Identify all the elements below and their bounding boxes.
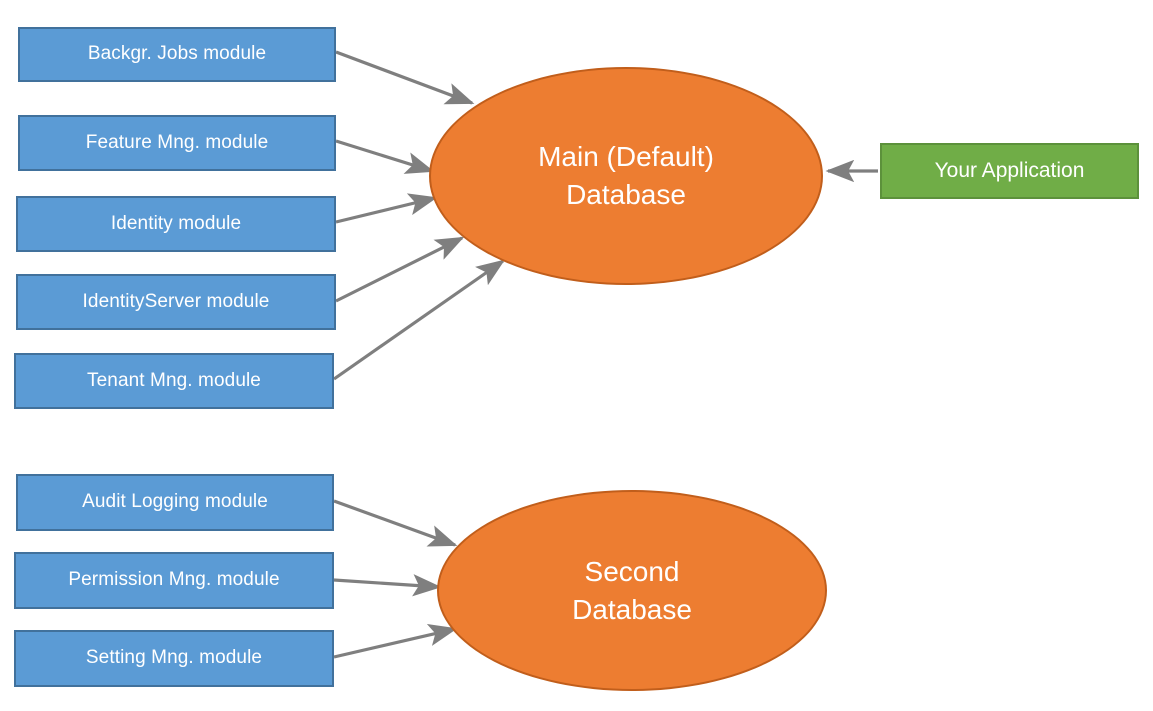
edge-identity-to-main-db	[335, 193, 438, 224]
second-database-line2: Database	[572, 593, 692, 625]
module-label: Setting Mng. module	[85, 647, 263, 669]
module-label: Permission Mng. module	[68, 569, 280, 591]
module-box-setting-mng[interactable]: Setting Mng. module	[14, 630, 334, 687]
second-database-line1: Second	[584, 555, 680, 587]
module-label: Tenant Mng. module	[87, 369, 261, 391]
module-box-identityserver[interactable]: IdentityServer module	[16, 274, 336, 330]
edge-audit-logging-to-second-db	[333, 499, 458, 547]
module-label: IdentityServer module	[82, 290, 270, 312]
edge-feature-mng-to-main-db	[335, 139, 435, 174]
module-box-tenant-mng[interactable]: Tenant Mng. module	[14, 353, 334, 409]
module-label: Audit Logging module	[82, 491, 268, 513]
edge-identityserver-to-main-db	[335, 236, 465, 303]
main-database-line2: Database	[566, 179, 686, 210]
main-database-node[interactable]: Main (Default) Database	[429, 67, 823, 285]
main-database-line1: Main (Default)	[538, 141, 714, 173]
your-application-label: Your Application	[934, 158, 1085, 182]
edge-setting-mng-to-second-db	[333, 624, 458, 659]
module-label: Feature Mng. module	[85, 131, 269, 153]
module-box-feature-mng[interactable]: Feature Mng. module	[18, 115, 336, 171]
module-box-identity[interactable]: Identity module	[16, 196, 336, 252]
second-database-node[interactable]: Second Database	[437, 490, 827, 691]
second-database-label: Second Database	[554, 553, 710, 629]
edge-backgr-jobs-to-main-db	[335, 50, 475, 105]
module-label: Identity module	[110, 212, 242, 234]
module-box-backgr-jobs[interactable]: Backgr. Jobs module	[18, 27, 336, 82]
edge-tenant-mng-to-main-db	[333, 259, 506, 381]
module-label: Backgr. Jobs module	[87, 43, 267, 65]
main-database-label: Main (Default) Database	[520, 138, 732, 214]
your-application-box[interactable]: Your Application	[880, 143, 1139, 199]
module-box-permission-mng[interactable]: Permission Mng. module	[14, 552, 334, 609]
edge-permission-mng-to-second-db	[333, 574, 442, 597]
module-box-audit-logging[interactable]: Audit Logging module	[16, 474, 334, 531]
